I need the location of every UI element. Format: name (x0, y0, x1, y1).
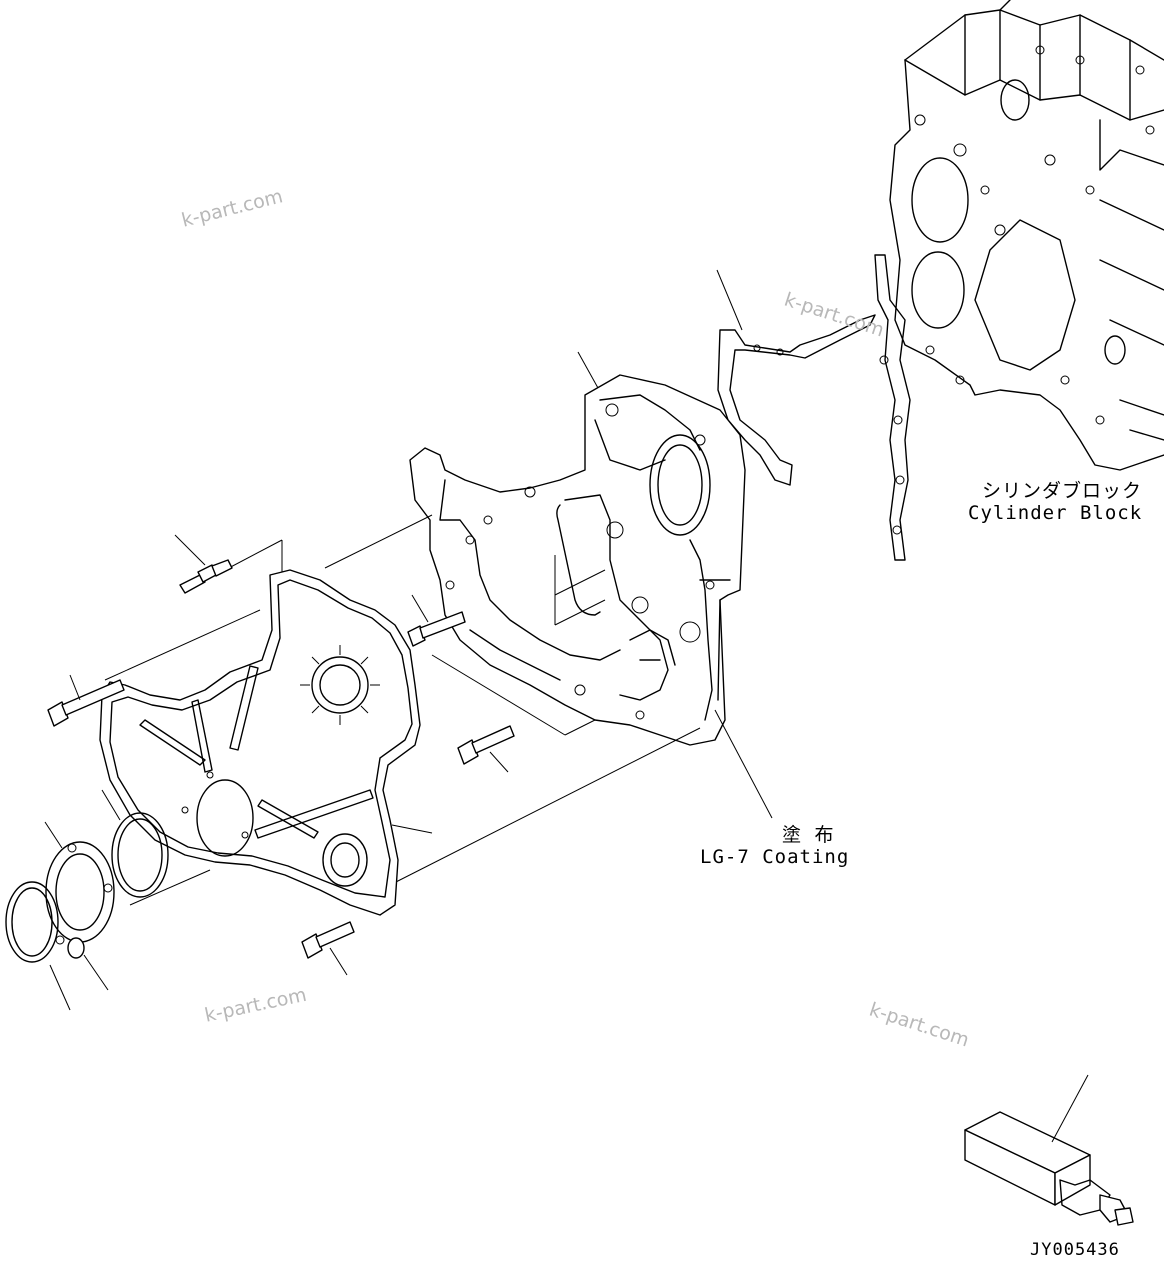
coating-label-en: LG-7 Coating (700, 846, 850, 868)
oil-seal (101, 789, 169, 898)
cylinder-block-label-jp: シリンダブロック (982, 480, 1143, 502)
timing-case (409, 374, 746, 746)
bolt-center (407, 594, 466, 647)
washer (67, 937, 109, 991)
cylinder-block (889, 0, 1164, 471)
seal-retainer (44, 821, 115, 945)
bolt-bottom (301, 921, 355, 976)
seal-spokes (300, 645, 380, 725)
drawing-number: JY005436 (1030, 1240, 1120, 1260)
front-cover (99, 569, 421, 916)
bolt-upper-left (47, 674, 125, 727)
wear-ring (5, 881, 71, 1011)
bolt-lower-center (457, 725, 515, 773)
bolt-top (174, 534, 233, 594)
timing-case-gasket (717, 314, 876, 486)
coating-tool (964, 1074, 1134, 1226)
block-gasket (874, 254, 911, 561)
cylinder-block-label-en: Cylinder Block (968, 502, 1143, 524)
coating-label-jp: 塗 布 (782, 824, 835, 846)
explosion-lines (104, 514, 701, 906)
